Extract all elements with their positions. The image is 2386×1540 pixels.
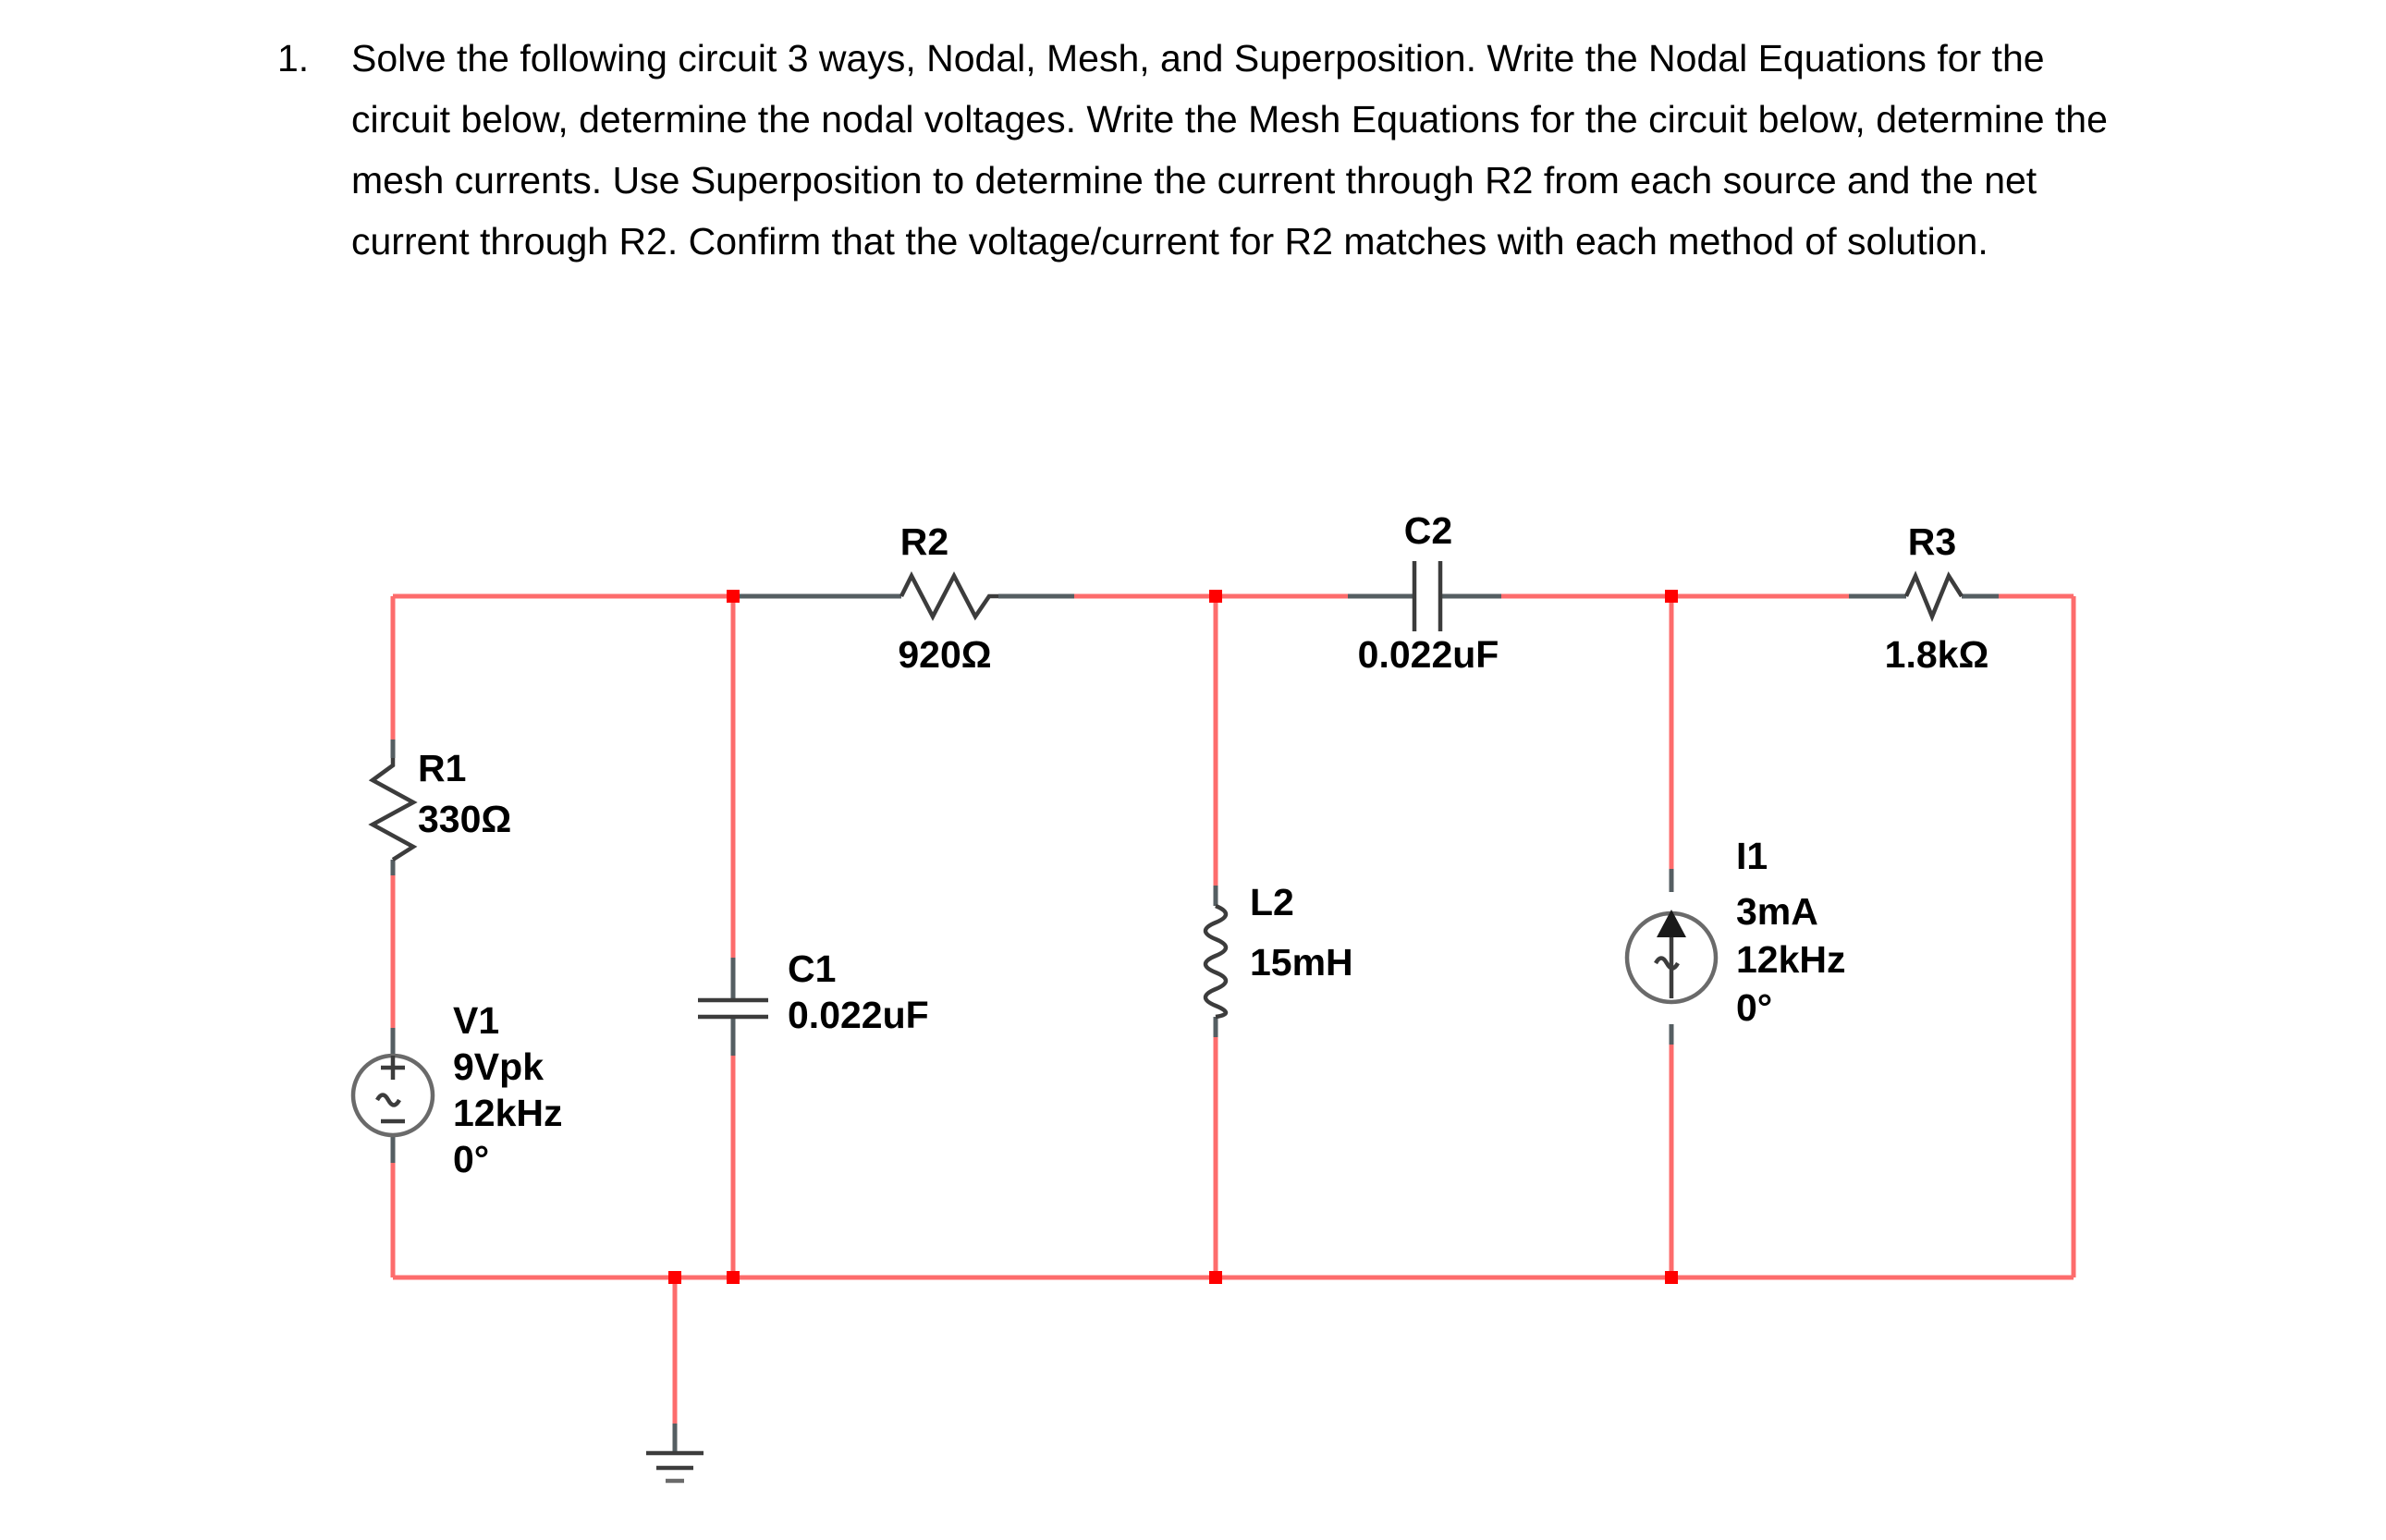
junction-node	[1665, 590, 1678, 603]
component-r3: R3 1.8kΩ	[1885, 520, 1989, 676]
i1-phase: 0°	[1736, 986, 1772, 1029]
component-c2: C2 0.022uF	[1358, 509, 1499, 676]
capacitor-symbol-c2	[1412, 561, 1443, 631]
c2-value: 0.022uF	[1358, 633, 1499, 676]
l2-designator: L2	[1250, 881, 1294, 923]
i1-frequency: 12kHz	[1736, 938, 1846, 981]
resistor-symbol-r1	[368, 758, 418, 862]
component-ground	[646, 1450, 704, 1484]
capacitor-symbol-c1	[698, 997, 768, 1020]
v1-frequency: 12kHz	[453, 1092, 563, 1134]
ac-waveform-icon	[375, 1093, 401, 1107]
component-l2: L2 15mH	[1203, 881, 1353, 1020]
junction-node	[1209, 590, 1222, 603]
problem-statement: 1. Solve the following circuit 3 ways, N…	[277, 28, 2126, 272]
v1-phase: 0°	[453, 1138, 489, 1180]
component-v1: V1 9Vpk 12kHz 0°	[350, 999, 563, 1180]
inductor-symbol-l2	[1203, 903, 1229, 1020]
component-r2: R2 920Ω	[898, 520, 998, 676]
junction-node	[1209, 1271, 1222, 1284]
component-i1: I1 3mA 12kHz 0°	[1624, 835, 1846, 1029]
resistor-symbol-r3	[1903, 570, 1964, 622]
r2-value: 920Ω	[898, 633, 991, 676]
c1-designator: C1	[788, 947, 836, 990]
junction-node	[727, 1271, 740, 1284]
r2-designator: R2	[900, 520, 948, 563]
r3-value: 1.8kΩ	[1885, 633, 1989, 676]
c2-designator: C2	[1404, 509, 1452, 552]
arrow-up-icon	[1657, 910, 1686, 937]
l2-value: 15mH	[1250, 941, 1353, 984]
voltage-source-symbol-v1	[350, 1053, 435, 1138]
r3-designator: R3	[1908, 520, 1956, 563]
v1-designator: V1	[453, 999, 499, 1042]
c1-value: 0.022uF	[788, 994, 929, 1036]
problem-number: 1.	[277, 37, 310, 79]
i1-designator: I1	[1736, 835, 1768, 877]
junction-node	[1665, 1271, 1678, 1284]
component-r1: R1 330Ω	[368, 747, 511, 862]
resistor-symbol-r2	[899, 571, 998, 621]
current-source-symbol-i1	[1624, 911, 1719, 1005]
plus-icon	[381, 1056, 405, 1080]
junction-node	[727, 590, 740, 603]
r1-designator: R1	[418, 747, 466, 789]
i1-amplitude: 3mA	[1736, 890, 1818, 933]
r1-value: 330Ω	[418, 798, 511, 840]
junction-node	[668, 1271, 681, 1284]
v1-amplitude: 9Vpk	[453, 1045, 544, 1088]
component-c1: C1 0.022uF	[698, 947, 929, 1036]
problem-text: Solve the following circuit 3 ways, Noda…	[351, 37, 2108, 263]
ac-waveform-icon-i1	[1654, 956, 1680, 971]
